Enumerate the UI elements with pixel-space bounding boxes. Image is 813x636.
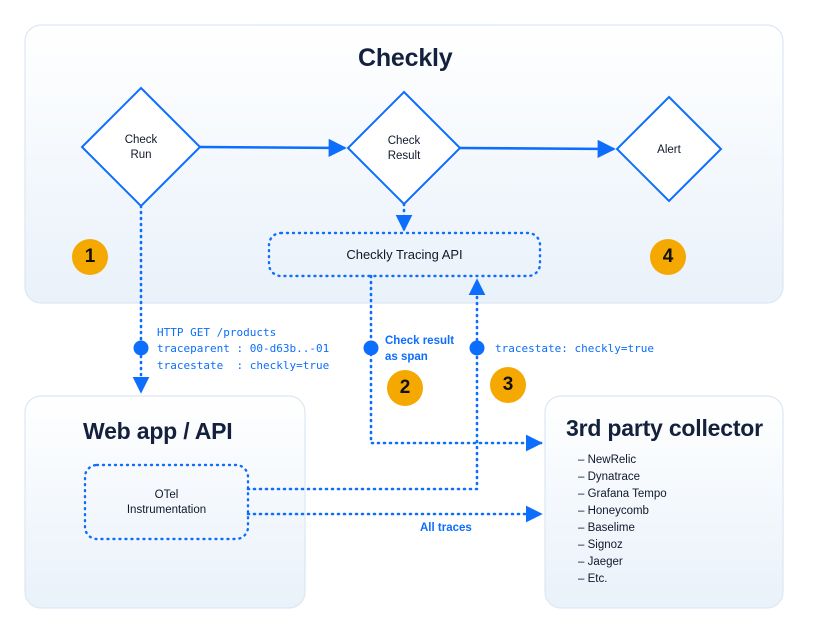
checkly-panel-title: Checkly (358, 44, 453, 72)
step-badge-2: 2 (387, 370, 423, 406)
check-run-label-line2: Run (130, 148, 152, 161)
all-traces-note: All traces (420, 522, 472, 534)
junction-dot-tracestate (469, 340, 485, 356)
junction-dot-request (133, 340, 149, 356)
check-result-label: Check Result (354, 134, 454, 163)
list-item: Honeycomb (578, 503, 667, 520)
otel-label-line1: OTel (154, 489, 179, 501)
step-badge-4: 4 (650, 239, 686, 275)
list-item: Grafana Tempo (578, 486, 667, 503)
alert-label: Alert (657, 144, 681, 156)
alert-node (615, 95, 723, 203)
step-badge-3: 3 (490, 367, 526, 403)
checkly-tracing-api-box (267, 231, 542, 278)
list-item: Baselime (578, 520, 667, 537)
check-result-as-span-note: Check result as span (385, 335, 455, 363)
otel-instrumentation-box (83, 463, 250, 541)
check-run-label: Check Run (91, 133, 191, 162)
check-result-label-line2: Result (387, 149, 421, 162)
collector-panel-title: 3rd party collector (566, 415, 763, 441)
otel-instrumentation-label: OTel Instrumentation (85, 488, 248, 517)
collector-list: NewRelic Dynatrace Grafana Tempo Honeyco… (578, 452, 667, 588)
list-item: Etc. (578, 571, 667, 588)
webapp-panel-title: Web app / API (83, 418, 233, 444)
check-run-label-line1: Check (124, 134, 158, 146)
list-item: NewRelic (578, 452, 667, 469)
tracestate-note: tracestate: checkly=true (495, 342, 654, 355)
arrow-checkrun-to-checkresult (199, 138, 347, 157)
list-item: Signoz (578, 537, 667, 554)
otel-label-line2: Instrumentation (126, 503, 207, 516)
arrow-otel-to-tracingapi (246, 278, 486, 491)
arrow-checkresult-to-alert (459, 139, 616, 158)
list-item: Jaeger (578, 554, 667, 571)
check-result-label-line1: Check (387, 135, 421, 147)
webapp-panel (24, 395, 306, 609)
list-item: Dynatrace (578, 469, 667, 486)
arrow-tracingapi-to-collector (369, 274, 543, 452)
checkly-tracing-api-label: Checkly Tracing API (346, 247, 463, 262)
junction-dot-check-result-span (363, 340, 379, 356)
http-request-note: HTTP GET /products traceparent : 00-d63b… (157, 326, 330, 372)
step-badge-1: 1 (72, 239, 108, 275)
